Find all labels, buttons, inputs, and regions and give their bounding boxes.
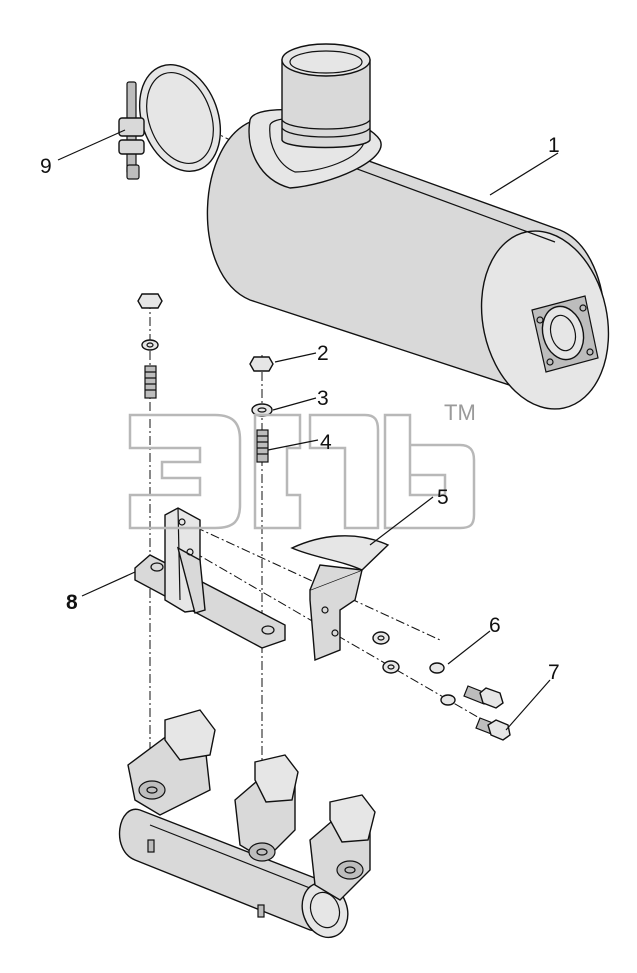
nut-part-2 (249, 356, 274, 372)
support-part-5 (290, 535, 390, 662)
callout-4: 4 (320, 431, 332, 454)
callout-9: 9 (40, 155, 52, 178)
callout-8: 8 (66, 591, 78, 614)
callout-labels: 1 2 3 4 5 6 7 8 9 (40, 134, 560, 684)
clamp-part-9 (118, 64, 222, 180)
bracket-part-8 (134, 507, 286, 649)
bolts-part-7 (463, 685, 511, 741)
callout-5: 5 (437, 486, 449, 509)
callout-1: 1 (548, 134, 560, 157)
callout-6: 6 (489, 614, 501, 637)
watermark-logo: TM (128, 400, 476, 530)
callout-3: 3 (317, 387, 329, 410)
leader-lines (57, 129, 559, 731)
callout-2: 2 (317, 342, 329, 365)
stud-part-4 (256, 429, 269, 463)
washer-part-3 (251, 403, 273, 417)
left-fastener-stack (137, 293, 163, 399)
muffler-part-1 (206, 43, 610, 410)
exhaust-manifold (118, 709, 376, 939)
trademark-symbol: TM (444, 400, 476, 425)
callout-7: 7 (548, 661, 560, 684)
washer-stack-part-6 (372, 631, 456, 706)
